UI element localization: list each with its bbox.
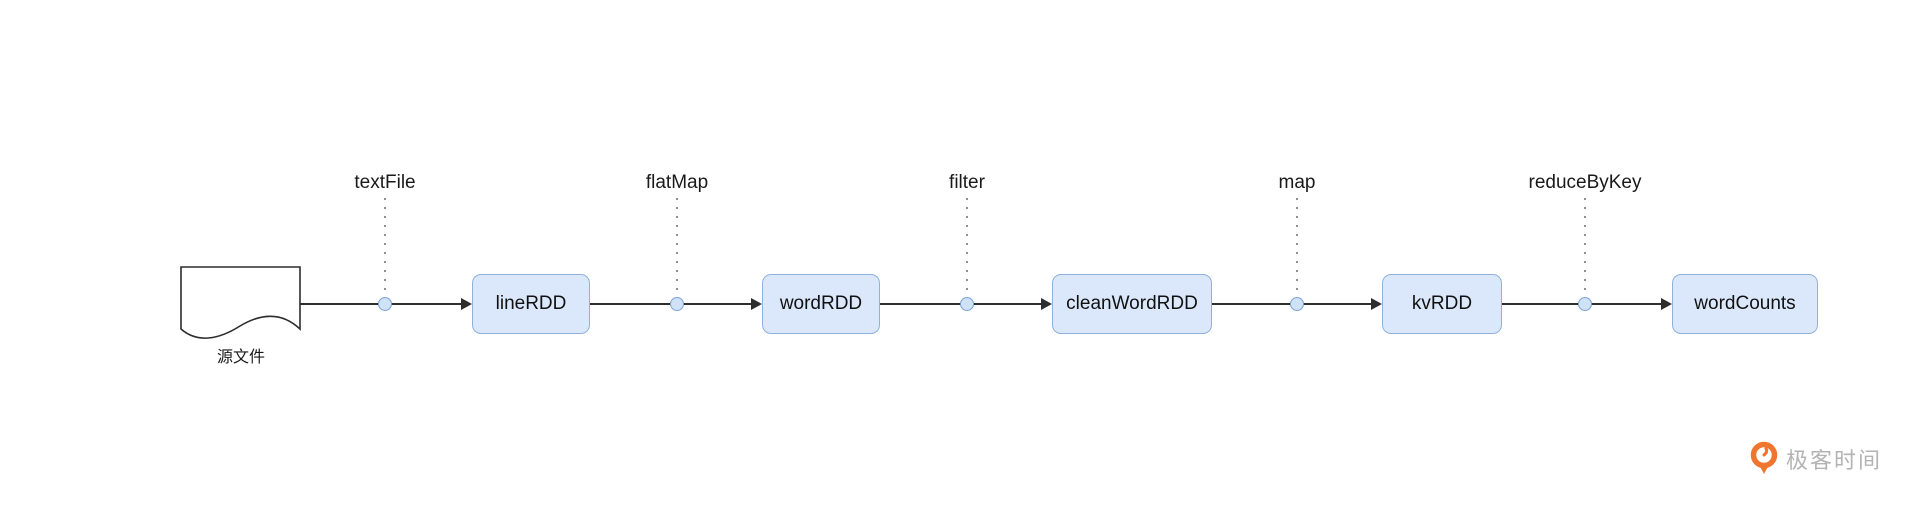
arrowhead-icon — [1661, 298, 1672, 310]
operation-label-reducebykey: reduceByKey — [1528, 172, 1642, 193]
node-label: wordRDD — [779, 293, 863, 314]
node-label: lineRDD — [495, 293, 567, 314]
junction-dot-reducebykey — [1578, 297, 1592, 311]
dotted-connector-map — [1296, 198, 1298, 294]
operation-label-filter: filter — [949, 172, 985, 193]
node-label: cleanWordRDD — [1066, 293, 1198, 314]
operation-label-map: map — [1278, 172, 1316, 193]
arrowhead-icon — [1371, 298, 1382, 310]
junction-dot-flatmap — [670, 297, 684, 311]
dotted-connector-reducebykey — [1584, 198, 1586, 294]
dotted-connector-textfile — [384, 198, 386, 294]
source-file-shape — [180, 266, 301, 348]
node-wordcounts: wordCounts — [1672, 274, 1818, 334]
node-wordrdd: wordRDD — [762, 274, 880, 334]
node-cleanwordrdd: cleanWordRDD — [1052, 274, 1212, 334]
node-label: wordCounts — [1694, 293, 1796, 314]
node-linerdd: lineRDD — [472, 274, 590, 334]
arrowhead-icon — [461, 298, 472, 310]
dotted-connector-flatmap — [676, 198, 678, 294]
junction-dot-filter — [960, 297, 974, 311]
operation-label-textfile: textFile — [354, 172, 416, 193]
node-label: kvRDD — [1411, 293, 1473, 314]
junction-dot-map — [1290, 297, 1304, 311]
geektime-logo-text: 极客时间 — [1786, 447, 1883, 473]
node-kvrdd: kvRDD — [1382, 274, 1502, 334]
arrowhead-icon — [751, 298, 762, 310]
arrowhead-icon — [1041, 298, 1052, 310]
geektime-icon — [1750, 441, 1778, 474]
junction-dot-textfile — [378, 297, 392, 311]
dotted-connector-filter — [966, 198, 968, 294]
operation-label-flatmap: flatMap — [645, 172, 709, 193]
source-file-label: 源文件 — [216, 349, 266, 366]
document-icon — [180, 266, 301, 339]
geektime-logo: 极客时间 — [1750, 441, 1882, 476]
